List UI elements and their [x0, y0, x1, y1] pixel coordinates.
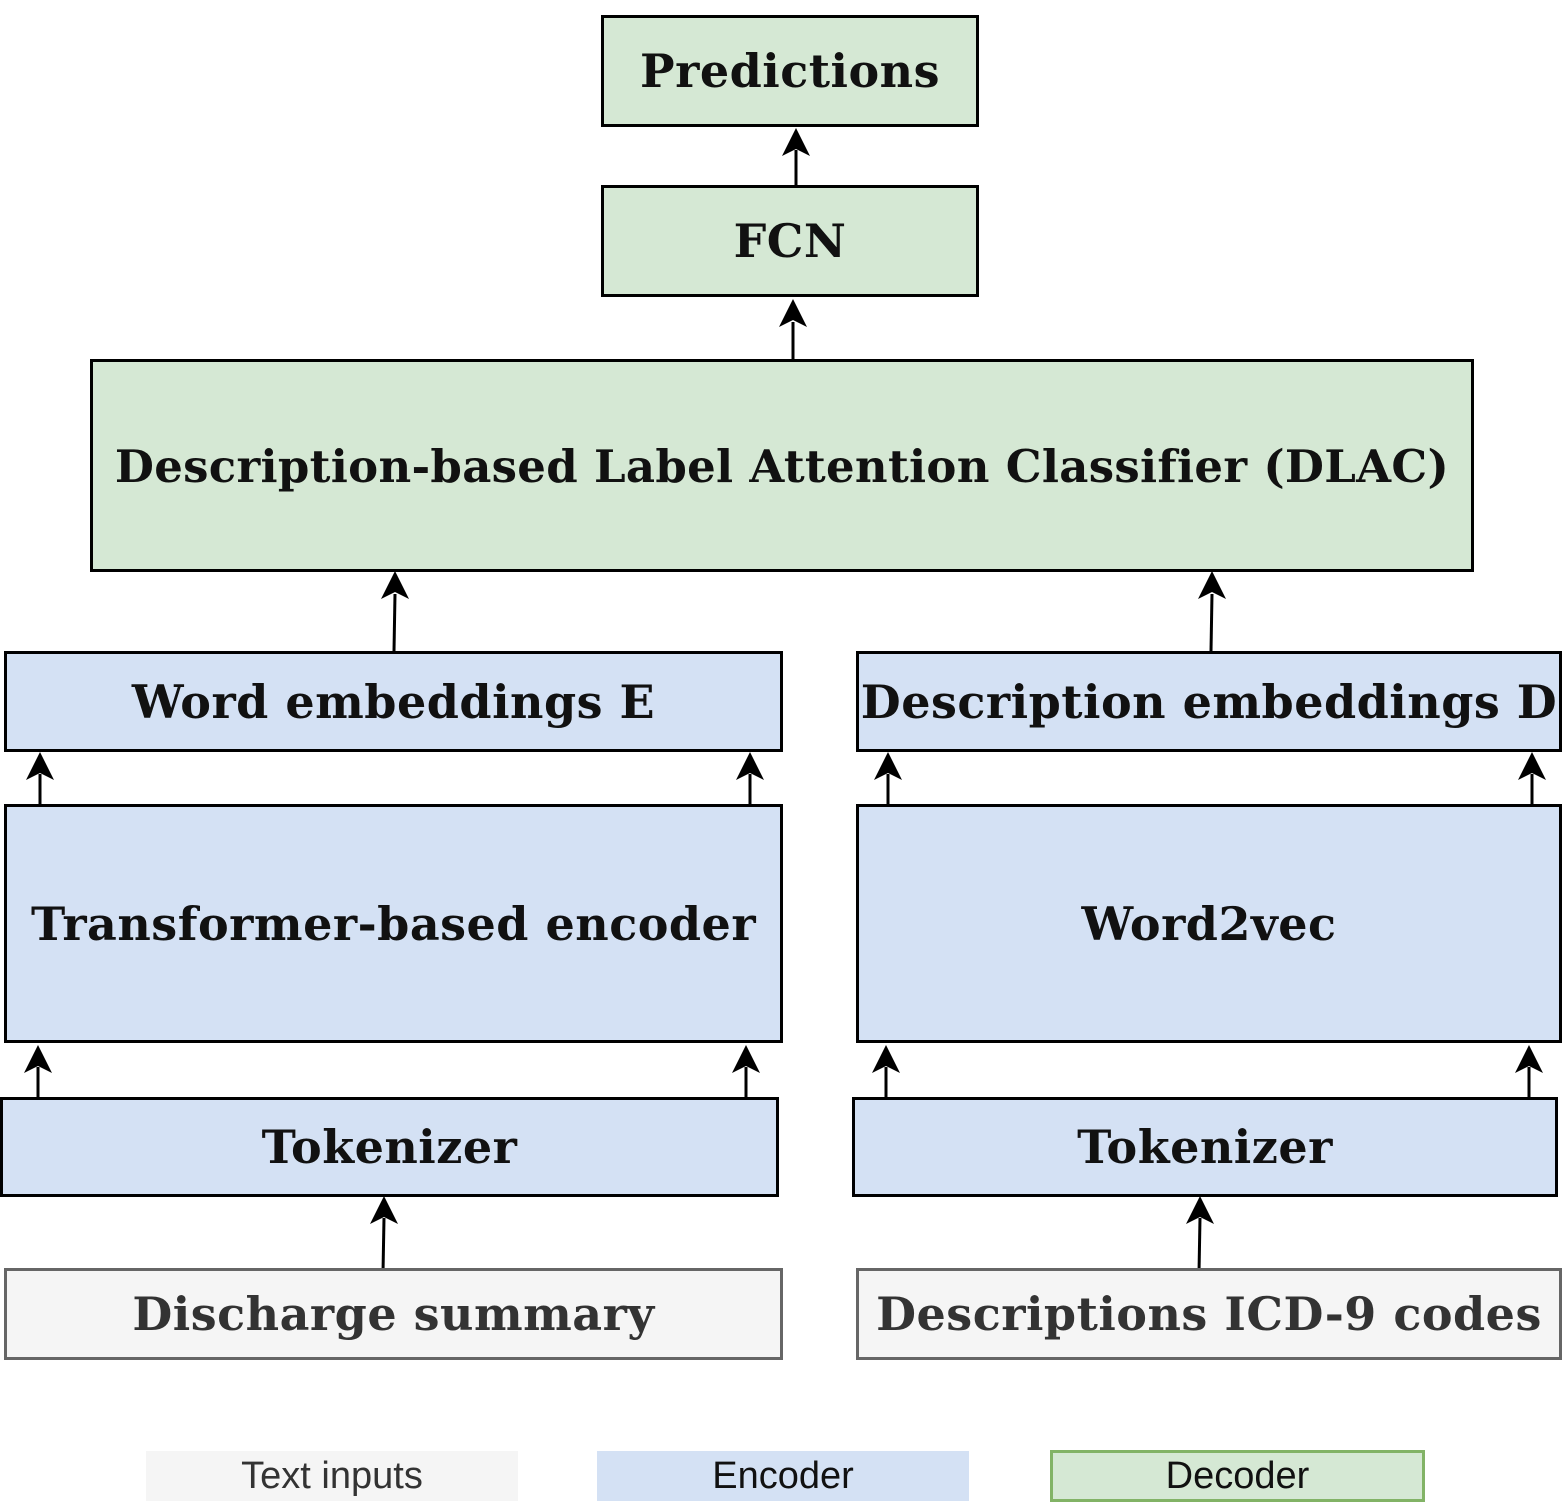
- arrow-description-embeddings-to-dlac: [1209, 593, 1214, 652]
- tokenizer-left-node: Tokenizer: [0, 1097, 779, 1197]
- word-embeddings-node: Word embeddings E: [4, 651, 783, 752]
- descriptions-codes-node: Descriptions ICD-9 codes: [856, 1268, 1562, 1360]
- arrowhead-word2vec-left: [872, 1045, 900, 1073]
- fcn-node: FCN: [601, 185, 979, 297]
- legend-decoder: Decoder: [1050, 1450, 1425, 1502]
- description-embeddings-node: Description embeddings D: [856, 651, 1562, 752]
- transformer-encoder-node: Transformer-based encoder: [4, 804, 783, 1043]
- tokenizer-right-node: Tokenizer: [852, 1097, 1558, 1197]
- arrowhead-tokenizer-right: [1186, 1196, 1214, 1224]
- arrowhead-description-embeddings-left: [874, 752, 902, 780]
- arrowhead-transformer-left: [24, 1045, 52, 1073]
- arrowhead-dlac-right: [1198, 571, 1226, 599]
- legend-encoder: Encoder: [597, 1451, 969, 1501]
- arrow-discharge-summary-to-tokenizer: [381, 1217, 386, 1274]
- arrowhead-word-embeddings-right: [736, 752, 764, 780]
- predictions-node: Predictions: [601, 15, 979, 127]
- arrowhead-tokenizer-left: [370, 1196, 398, 1224]
- word2vec-node: Word2vec: [856, 804, 1562, 1043]
- arrowhead-word2vec-right: [1515, 1045, 1543, 1073]
- arrowhead-dlac-left: [381, 571, 409, 599]
- arrowhead-description-embeddings-right: [1518, 752, 1546, 780]
- dlac-node: Description-based Label Attention Classi…: [90, 359, 1474, 572]
- arrowhead-word-embeddings-left: [26, 752, 54, 780]
- arrowhead-fcn: [779, 299, 807, 327]
- legend-text-inputs: Text inputs: [146, 1451, 518, 1501]
- arrowhead-predictions: [782, 128, 810, 156]
- arrowhead-transformer-right: [732, 1045, 760, 1073]
- arrow-descriptions-to-tokenizer: [1197, 1217, 1202, 1274]
- discharge-summary-node: Discharge summary: [4, 1268, 783, 1360]
- arrow-word-embeddings-to-dlac: [392, 593, 397, 652]
